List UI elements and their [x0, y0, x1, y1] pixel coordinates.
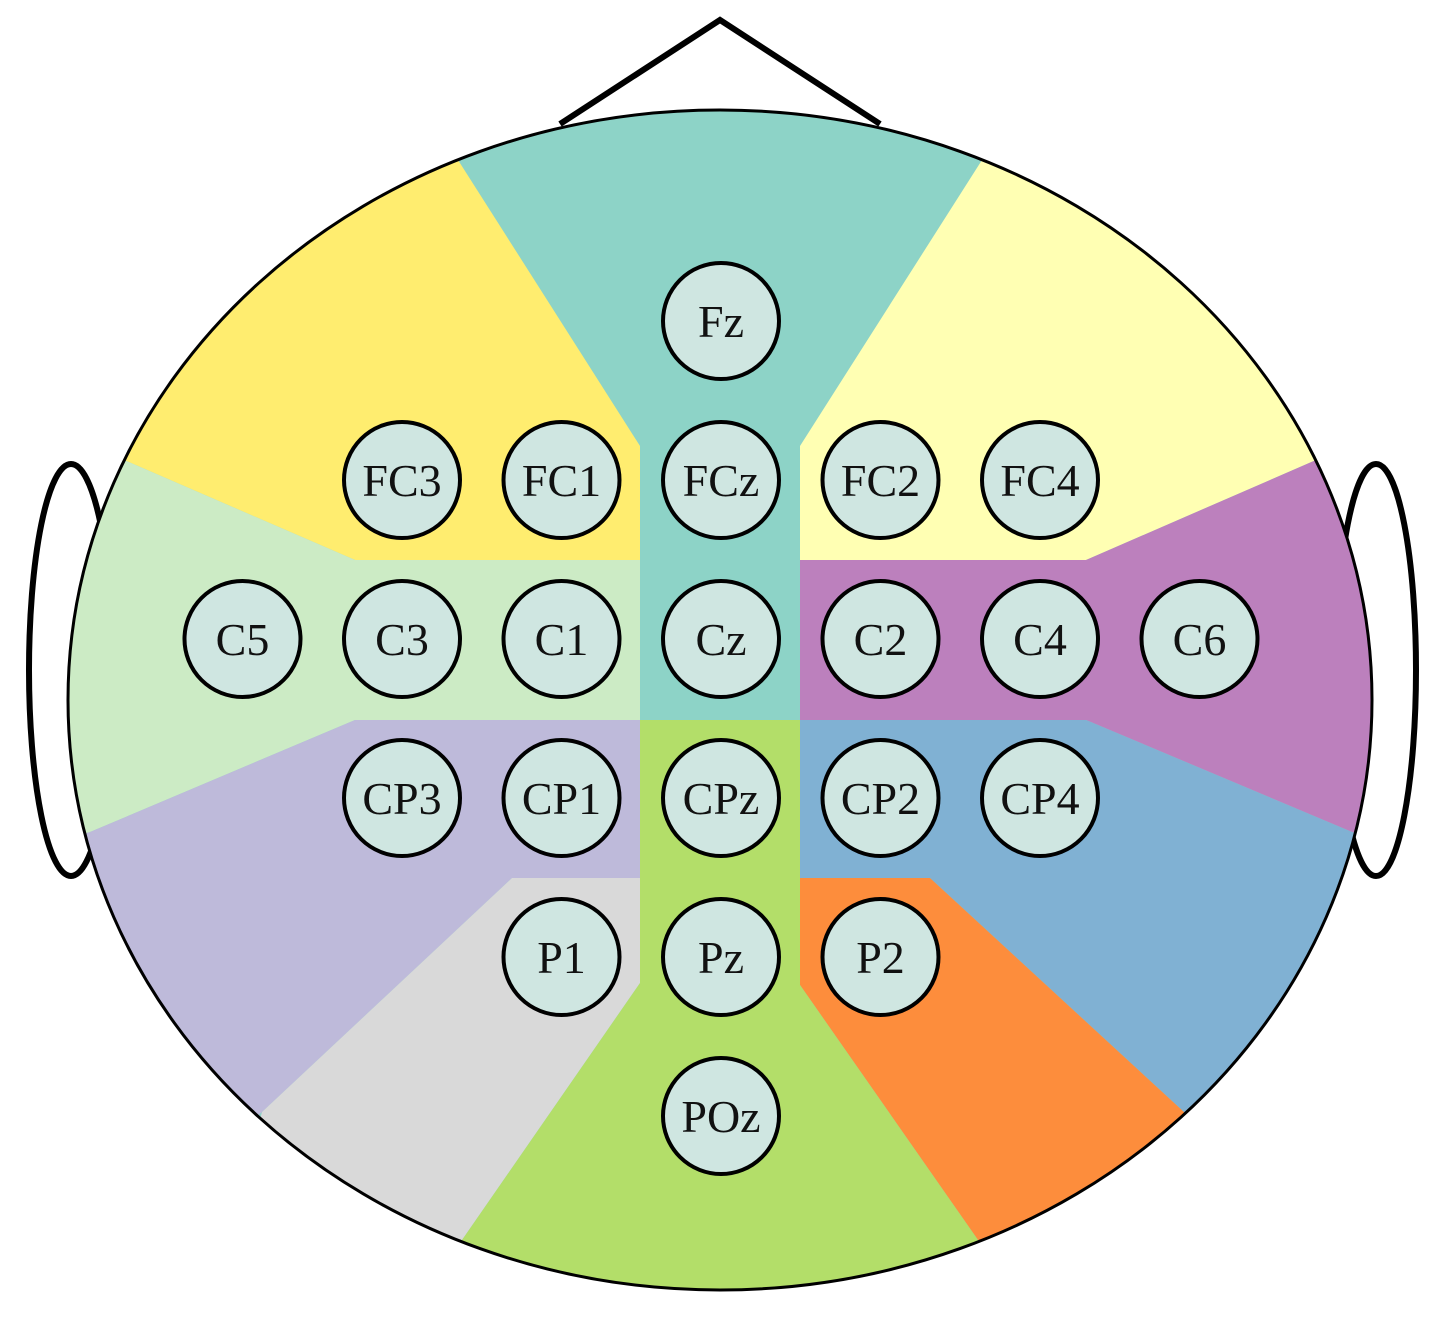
electrode-marker	[820, 579, 941, 699]
electrode-label: FC2	[841, 455, 920, 506]
region-right-central	[800, 440, 1372, 860]
electrode-fc2: FC2	[820, 420, 941, 540]
electrode-fc4: FC4	[980, 420, 1100, 540]
electrode-fz: Fz	[661, 261, 781, 381]
electrode-label: C4	[1013, 614, 1067, 665]
electrode-label: FCz	[683, 455, 760, 506]
electrode-label: CPz	[683, 773, 760, 824]
electrode-label: C3	[375, 614, 429, 665]
electrode-marker	[501, 738, 622, 858]
electrode-pz: Pz	[661, 897, 781, 1017]
head-outline	[66, 108, 1374, 1292]
electrode-marker	[980, 579, 1100, 699]
electrode-label: Fz	[698, 296, 744, 347]
region-parietal-midline	[440, 720, 1000, 1290]
electrode-label: CP3	[362, 773, 441, 824]
electrode-c6: C6	[1139, 579, 1260, 699]
electrode-label: Pz	[698, 932, 744, 983]
electrode-label: P1	[537, 932, 586, 983]
electrode-marker	[661, 261, 781, 381]
electrode-cp2: CP2	[820, 738, 941, 858]
electrode-fc3: FC3	[342, 420, 462, 540]
electrode-marker	[661, 738, 781, 858]
electrode-poz: POz	[661, 1056, 781, 1176]
region-left-central	[68, 440, 640, 860]
electrode-marker	[820, 738, 941, 858]
electrode-marker	[820, 420, 941, 540]
electrode-marker	[661, 420, 781, 540]
electrode-label: POz	[681, 1091, 760, 1142]
electrode-marker	[342, 420, 462, 540]
electrode-label: C5	[216, 614, 270, 665]
electrode-label: C6	[1173, 614, 1227, 665]
electrode-cpz: CPz	[661, 738, 781, 858]
electrode-marker	[661, 1056, 781, 1176]
electrode-marker	[501, 579, 622, 699]
electrode-label: Cz	[695, 614, 746, 665]
electrode-cz: Cz	[661, 579, 781, 699]
electrode-fc1: FC1	[501, 420, 622, 540]
electrode-cp4: CP4	[980, 738, 1100, 858]
electrode-label: CP2	[841, 773, 920, 824]
electrode-c3: C3	[342, 579, 462, 699]
electrode-label: CP4	[1000, 773, 1079, 824]
electrode-marker	[182, 579, 303, 699]
electrode-marker	[501, 420, 622, 540]
electrode-marker	[661, 579, 781, 699]
electrode-marker	[980, 738, 1100, 858]
nose-outline	[558, 16, 882, 127]
electrode-label: P2	[856, 932, 905, 983]
electrode-c1: C1	[501, 579, 622, 699]
electrode-marker	[1139, 579, 1260, 699]
electrode-label: FC1	[522, 455, 601, 506]
electrode-cp1: CP1	[501, 738, 622, 858]
electrode-marker	[661, 897, 781, 1017]
electrode-p2: P2	[820, 897, 941, 1017]
electrode-label: FC4	[1000, 455, 1079, 506]
electrode-c4: C4	[980, 579, 1100, 699]
electrode-c2: C2	[820, 579, 941, 699]
electrode-c5: C5	[182, 579, 303, 699]
electrode-marker	[820, 897, 941, 1017]
electrode-fcz: FCz	[661, 420, 781, 540]
electrode-marker	[342, 738, 462, 858]
electrode-label: C1	[535, 614, 589, 665]
electrode-marker	[342, 579, 462, 699]
electrode-marker	[501, 897, 622, 1017]
electrode-p1: P1	[501, 897, 622, 1017]
electrode-marker	[980, 420, 1100, 540]
electrode-cp3: CP3	[342, 738, 462, 858]
electrode-label: CP1	[522, 773, 601, 824]
electrode-label: C2	[854, 614, 908, 665]
electrode-label: FC3	[362, 455, 441, 506]
